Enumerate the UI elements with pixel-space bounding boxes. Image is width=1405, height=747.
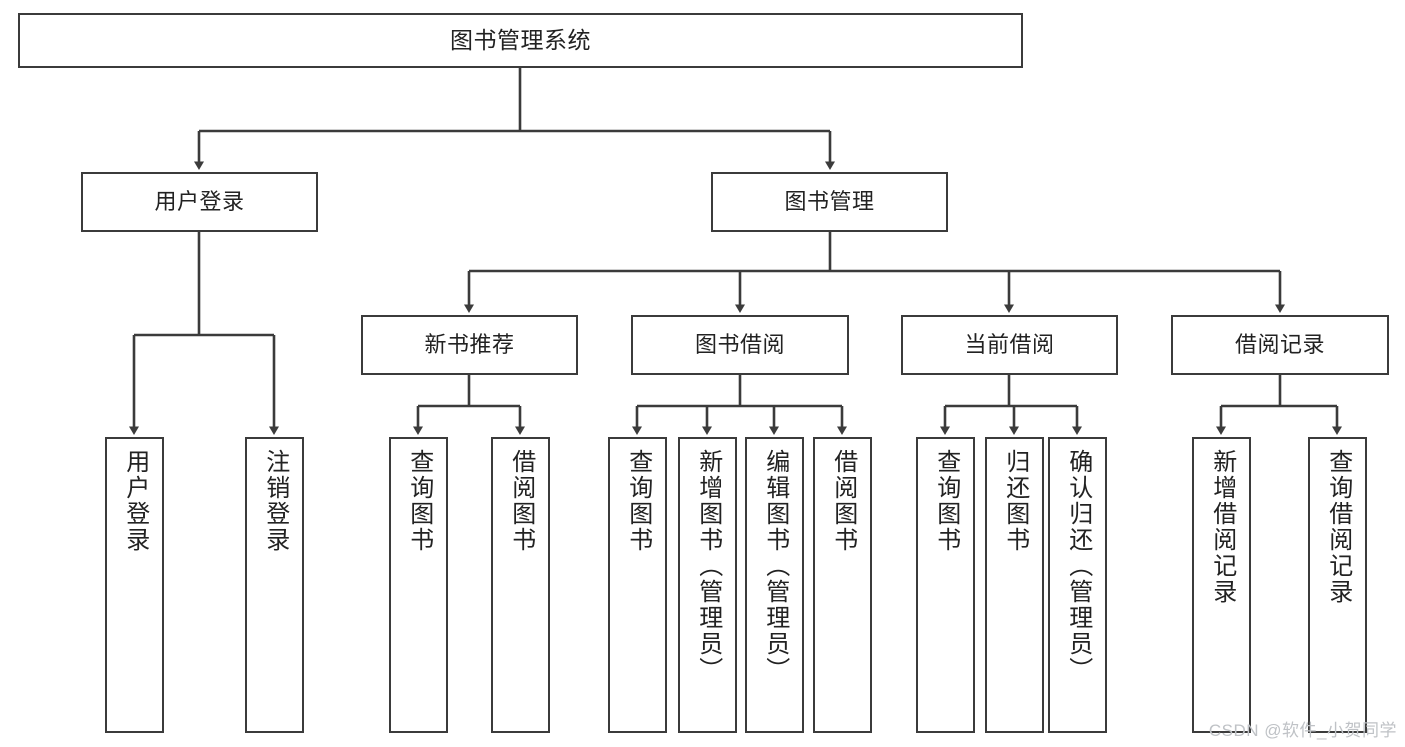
leaf-edit-book-admin[interactable]: 编辑图书（管理员） (745, 437, 804, 733)
leaf-confirm-return-admin[interactable]: 确认归还（管理员） (1048, 437, 1107, 733)
node-label: 借阅图书 (507, 449, 535, 553)
node-label: 查询借阅记录 (1324, 449, 1352, 605)
node-root[interactable]: 图书管理系统 (18, 13, 1023, 68)
leaf-query-book-borrow[interactable]: 查询图书 (608, 437, 667, 733)
node-book-management[interactable]: 图书管理 (711, 172, 948, 232)
leaf-query-book-recommend[interactable]: 查询图书 (389, 437, 448, 733)
leaf-borrow-book[interactable]: 借阅图书 (813, 437, 872, 733)
leaf-query-book-current[interactable]: 查询图书 (916, 437, 975, 733)
node-label: 用户登录 (121, 449, 149, 553)
node-label: 查询图书 (932, 449, 960, 553)
node-label: 注销登录 (261, 449, 289, 553)
node-label: 借阅记录 (1234, 332, 1325, 358)
node-label: 用户登录 (154, 189, 245, 215)
leaf-logout[interactable]: 注销登录 (245, 437, 304, 733)
node-label: 查询图书 (624, 449, 652, 553)
node-label: 新增借阅记录 (1208, 449, 1236, 605)
node-label: 借阅图书 (829, 449, 857, 553)
node-label: 查询图书 (405, 449, 433, 553)
node-label: 当前借阅 (964, 332, 1055, 358)
leaf-user-login[interactable]: 用户登录 (105, 437, 164, 733)
leaf-add-borrow-record[interactable]: 新增借阅记录 (1192, 437, 1251, 733)
leaf-add-book-admin[interactable]: 新增图书（管理员） (678, 437, 737, 733)
leaf-return-book[interactable]: 归还图书 (985, 437, 1044, 733)
leaf-query-borrow-record[interactable]: 查询借阅记录 (1308, 437, 1367, 733)
node-label: 编辑图书（管理员） (761, 449, 789, 683)
node-label: 归还图书 (1001, 449, 1029, 553)
node-label: 图书管理 (784, 189, 875, 215)
node-borrow-record[interactable]: 借阅记录 (1171, 315, 1389, 375)
node-label: 新书推荐 (424, 332, 515, 358)
node-new-book-recommend[interactable]: 新书推荐 (361, 315, 578, 375)
node-label: 新增图书（管理员） (694, 449, 722, 683)
node-current-borrow[interactable]: 当前借阅 (901, 315, 1118, 375)
node-user-login[interactable]: 用户登录 (81, 172, 318, 232)
leaf-borrow-book-recommend[interactable]: 借阅图书 (491, 437, 550, 733)
node-label: 图书借阅 (694, 332, 785, 358)
node-label: 确认归还（管理员） (1064, 449, 1092, 683)
watermark: CSDN @软件_小贺同学 (1208, 721, 1397, 740)
node-book-borrow[interactable]: 图书借阅 (631, 315, 849, 375)
node-label: 图书管理系统 (450, 27, 591, 54)
